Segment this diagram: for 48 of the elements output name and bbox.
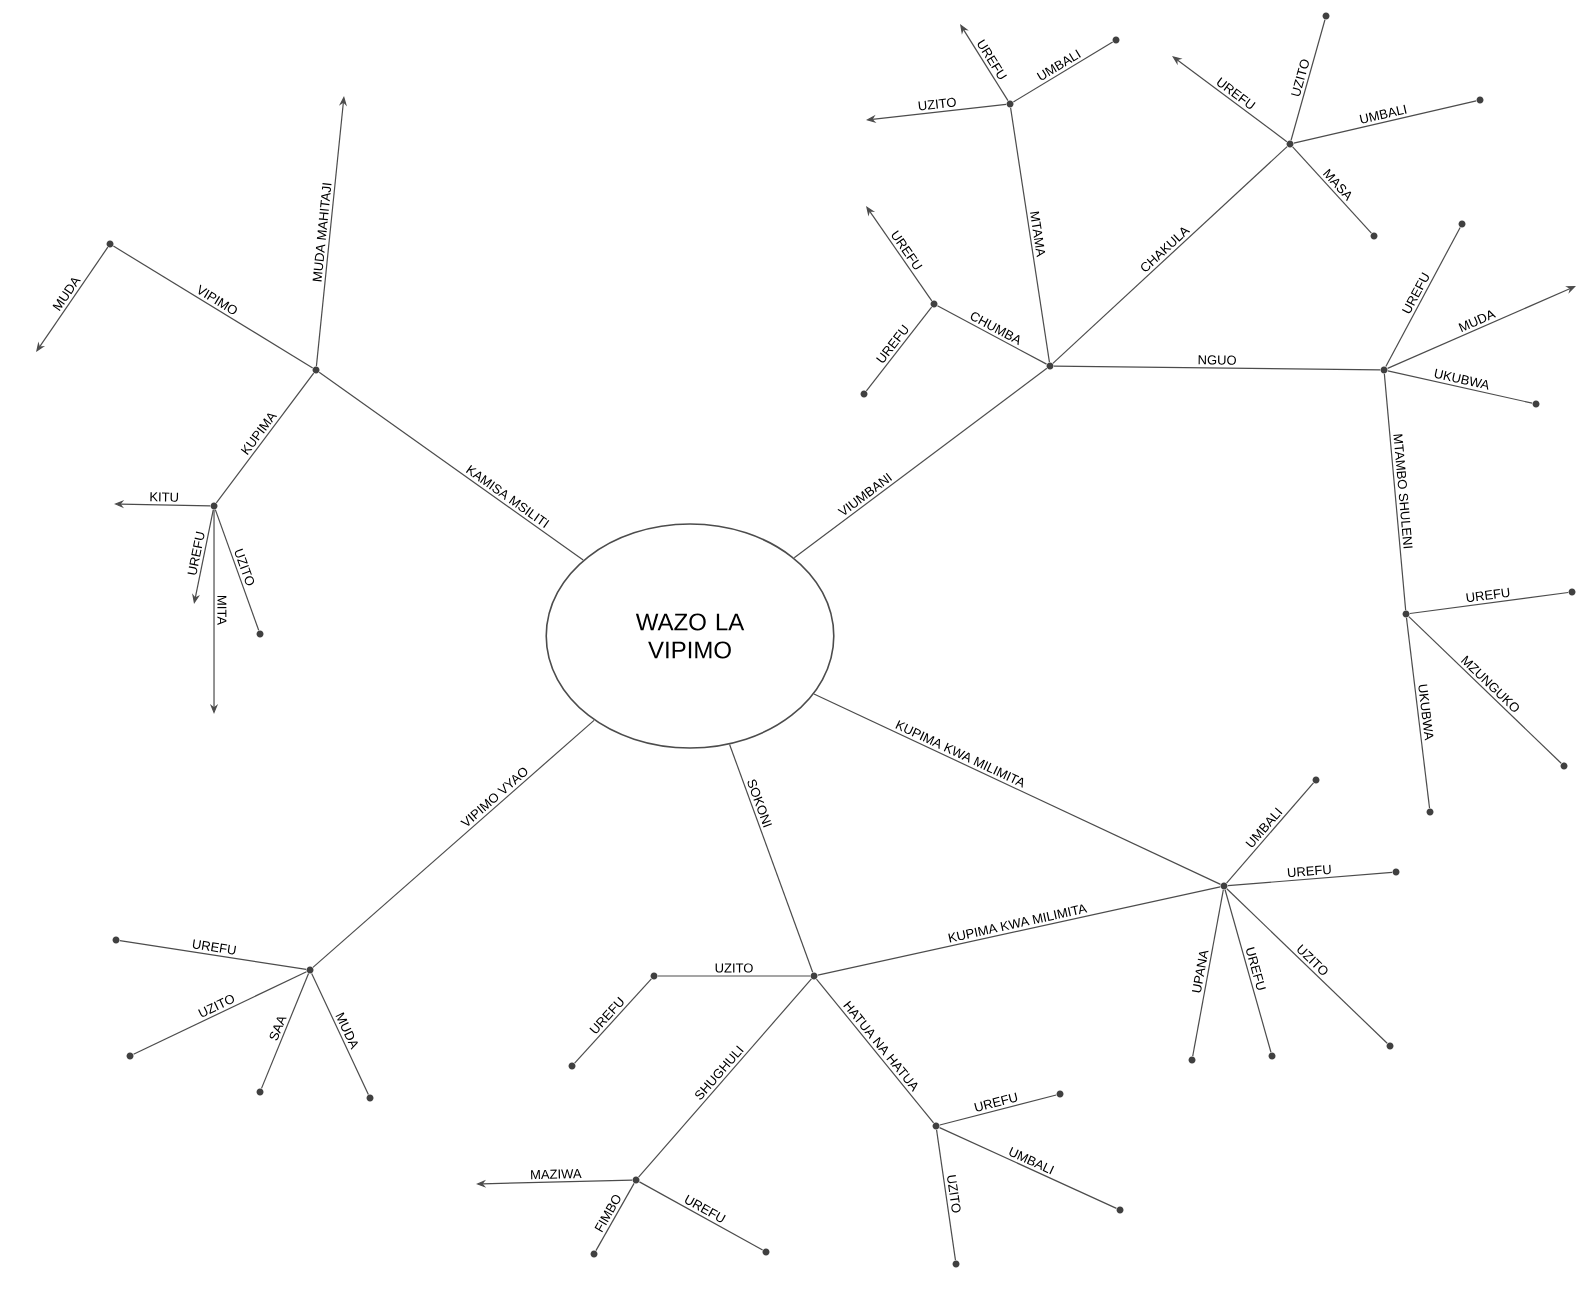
branch-line [215,372,315,504]
branch-line [595,1182,635,1252]
branch-line [815,978,935,1124]
branch-line [1292,146,1372,234]
branch-line [817,886,1221,976]
branch-line [1387,286,1576,370]
branch-line [1290,19,1326,141]
branch-line [865,306,933,392]
branch-line [36,246,109,352]
branch-line [1172,56,1288,143]
branch-line [1405,617,1431,809]
branch-line [866,206,933,302]
branch-line [1192,889,1224,1057]
branch-line [935,1129,957,1261]
branch-line [1387,370,1533,404]
branch-line [638,978,813,1178]
branch-line [1385,226,1461,368]
branch-line [574,978,652,1064]
branch-line [1408,616,1562,764]
branch-line [1052,146,1288,364]
branch-line [813,693,1222,885]
branch-line [729,743,814,973]
branch-line [657,975,811,977]
branch-line [260,973,310,1089]
branch-line [1010,107,1051,363]
branch-line [112,245,314,369]
branch-line [1383,373,1407,611]
branch-line [1226,888,1388,1044]
branch-line [960,24,1009,102]
concept-bubble: WAZO LA VIPIMO [545,523,835,749]
branch-line [1227,871,1393,887]
branch-line [1012,41,1114,103]
branch-line [1409,591,1569,615]
branch-line [936,305,1048,365]
branch-line [1293,100,1477,144]
branch-line [1224,889,1272,1053]
branch-line [1225,782,1315,884]
branch-line [312,719,595,968]
branch-line [132,971,308,1055]
branch-line [638,1181,764,1251]
branch-line [318,371,584,561]
branch-line [119,940,307,970]
branch-line [939,1094,1057,1126]
branch-line [793,367,1048,559]
branch-line [1053,365,1381,371]
branch-line [311,972,369,1096]
branch-line [938,1127,1118,1209]
branch-line [214,509,260,631]
